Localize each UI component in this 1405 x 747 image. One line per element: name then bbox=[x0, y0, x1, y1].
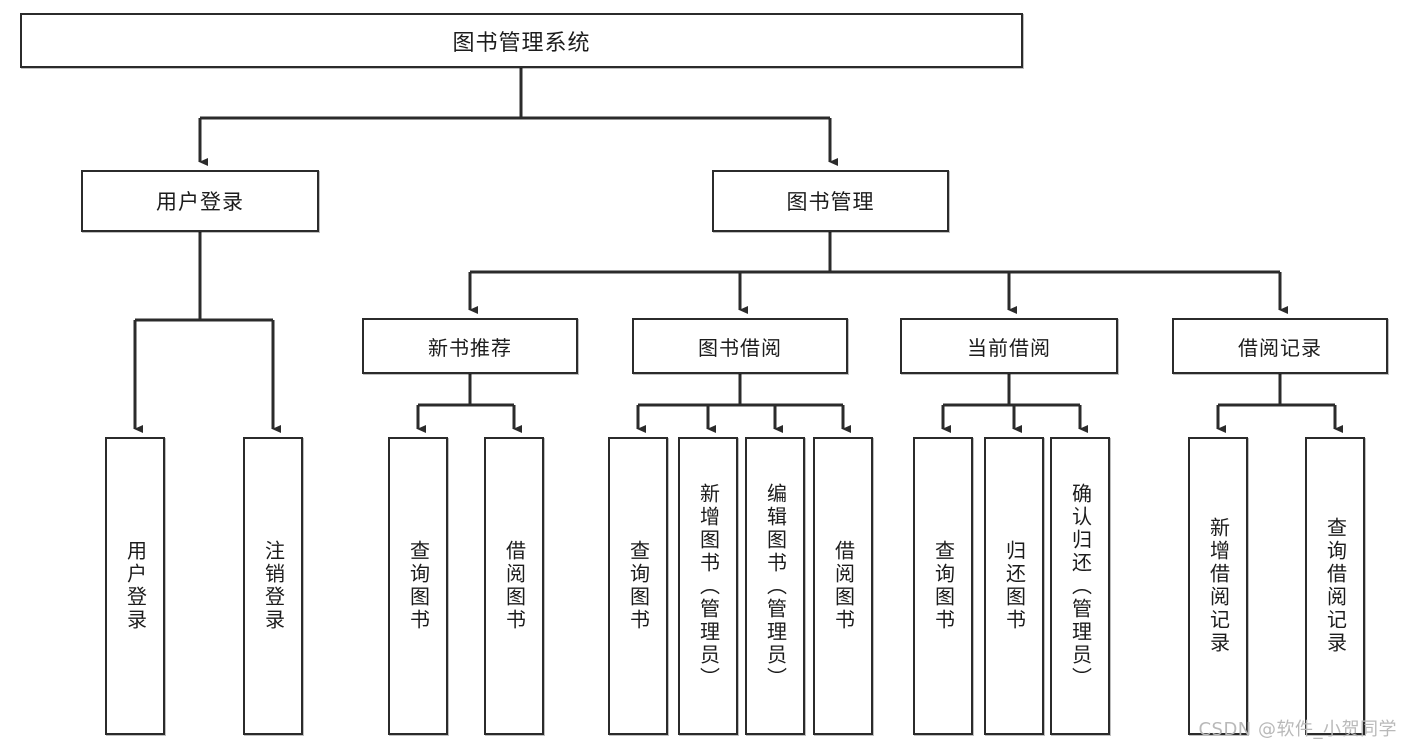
node-root-label: 图书管理系统 bbox=[452, 30, 591, 56]
node-book-borrow[interactable]: 图书借阅 bbox=[632, 318, 848, 374]
node-leaf-confirm-return-admin-label: 确认归还（管理员） bbox=[1068, 482, 1093, 690]
csdn-watermark: CSDN @软件_小贺同学 bbox=[1198, 719, 1397, 740]
node-leaf-add-borrow-record-label: 新增借阅记录 bbox=[1206, 517, 1231, 655]
node-leaf-confirm-return-admin[interactable]: 确认归还（管理员） bbox=[1050, 437, 1110, 735]
node-book-manage[interactable]: 图书管理 bbox=[712, 170, 949, 232]
node-leaf-edit-book-admin-label: 编辑图书（管理员） bbox=[763, 482, 788, 690]
node-user-login-label: 用户登录 bbox=[156, 190, 244, 214]
node-leaf-query-book-1-label: 查询图书 bbox=[406, 540, 431, 632]
node-book-borrow-label: 图书借阅 bbox=[698, 335, 782, 360]
node-leaf-borrow-book-1[interactable]: 借阅图书 bbox=[484, 437, 544, 735]
node-leaf-query-borrow-record-label: 查询借阅记录 bbox=[1323, 517, 1348, 655]
node-leaf-borrow-book-1-label: 借阅图书 bbox=[502, 540, 527, 632]
node-current-borrow-label: 当前借阅 bbox=[967, 335, 1051, 360]
node-borrow-record[interactable]: 借阅记录 bbox=[1172, 318, 1388, 374]
node-book-manage-label: 图书管理 bbox=[786, 190, 875, 214]
node-leaf-borrow-book-2-label: 借阅图书 bbox=[831, 540, 856, 632]
node-new-book-recommend-label: 新书推荐 bbox=[428, 335, 512, 360]
node-leaf-add-book-admin-label: 新增图书（管理员） bbox=[696, 482, 721, 690]
node-current-borrow[interactable]: 当前借阅 bbox=[900, 318, 1118, 374]
node-leaf-query-book-2[interactable]: 查询图书 bbox=[608, 437, 668, 735]
node-root[interactable]: 图书管理系统 bbox=[20, 13, 1023, 68]
node-leaf-edit-book-admin[interactable]: 编辑图书（管理员） bbox=[745, 437, 805, 735]
node-leaf-add-book-admin[interactable]: 新增图书（管理员） bbox=[678, 437, 738, 735]
node-new-book-recommend[interactable]: 新书推荐 bbox=[362, 318, 578, 374]
node-borrow-record-label: 借阅记录 bbox=[1238, 335, 1322, 360]
node-leaf-query-book-3-label: 查询图书 bbox=[931, 540, 956, 632]
node-leaf-query-book-1[interactable]: 查询图书 bbox=[388, 437, 448, 735]
node-leaf-user-login-label: 用户登录 bbox=[123, 540, 148, 632]
node-user-login[interactable]: 用户登录 bbox=[81, 170, 319, 232]
node-leaf-query-book-3[interactable]: 查询图书 bbox=[913, 437, 973, 735]
node-leaf-user-login[interactable]: 用户登录 bbox=[105, 437, 165, 735]
node-leaf-borrow-book-2[interactable]: 借阅图书 bbox=[813, 437, 873, 735]
node-leaf-logout[interactable]: 注销登录 bbox=[243, 437, 303, 735]
node-leaf-logout-label: 注销登录 bbox=[261, 540, 286, 632]
node-leaf-return-book-label: 归还图书 bbox=[1002, 540, 1027, 632]
node-leaf-add-borrow-record[interactable]: 新增借阅记录 bbox=[1188, 437, 1248, 735]
node-leaf-query-book-2-label: 查询图书 bbox=[626, 540, 651, 632]
node-leaf-return-book[interactable]: 归还图书 bbox=[984, 437, 1044, 735]
node-leaf-query-borrow-record[interactable]: 查询借阅记录 bbox=[1305, 437, 1365, 735]
